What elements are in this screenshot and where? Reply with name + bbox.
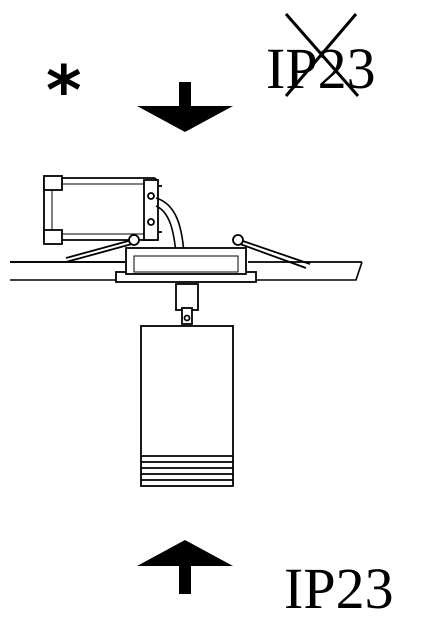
asterisk-note-marker: * [46,52,82,131]
top-ip-rating-label: IP23 [266,36,376,101]
spotlight-cylinder [140,325,234,487]
cross-out-icon [284,13,360,97]
bottom-ip-rating-label: IP23 [284,556,394,621]
mounting-ring [115,247,257,283]
arrow-down-icon [137,82,233,132]
spring-clip-left [65,234,140,263]
spring-clip-right [232,234,311,269]
driver-box [43,175,162,245]
arrow-up-icon [137,540,233,594]
connection-cable [155,197,185,255]
swivel-joint [175,283,199,325]
